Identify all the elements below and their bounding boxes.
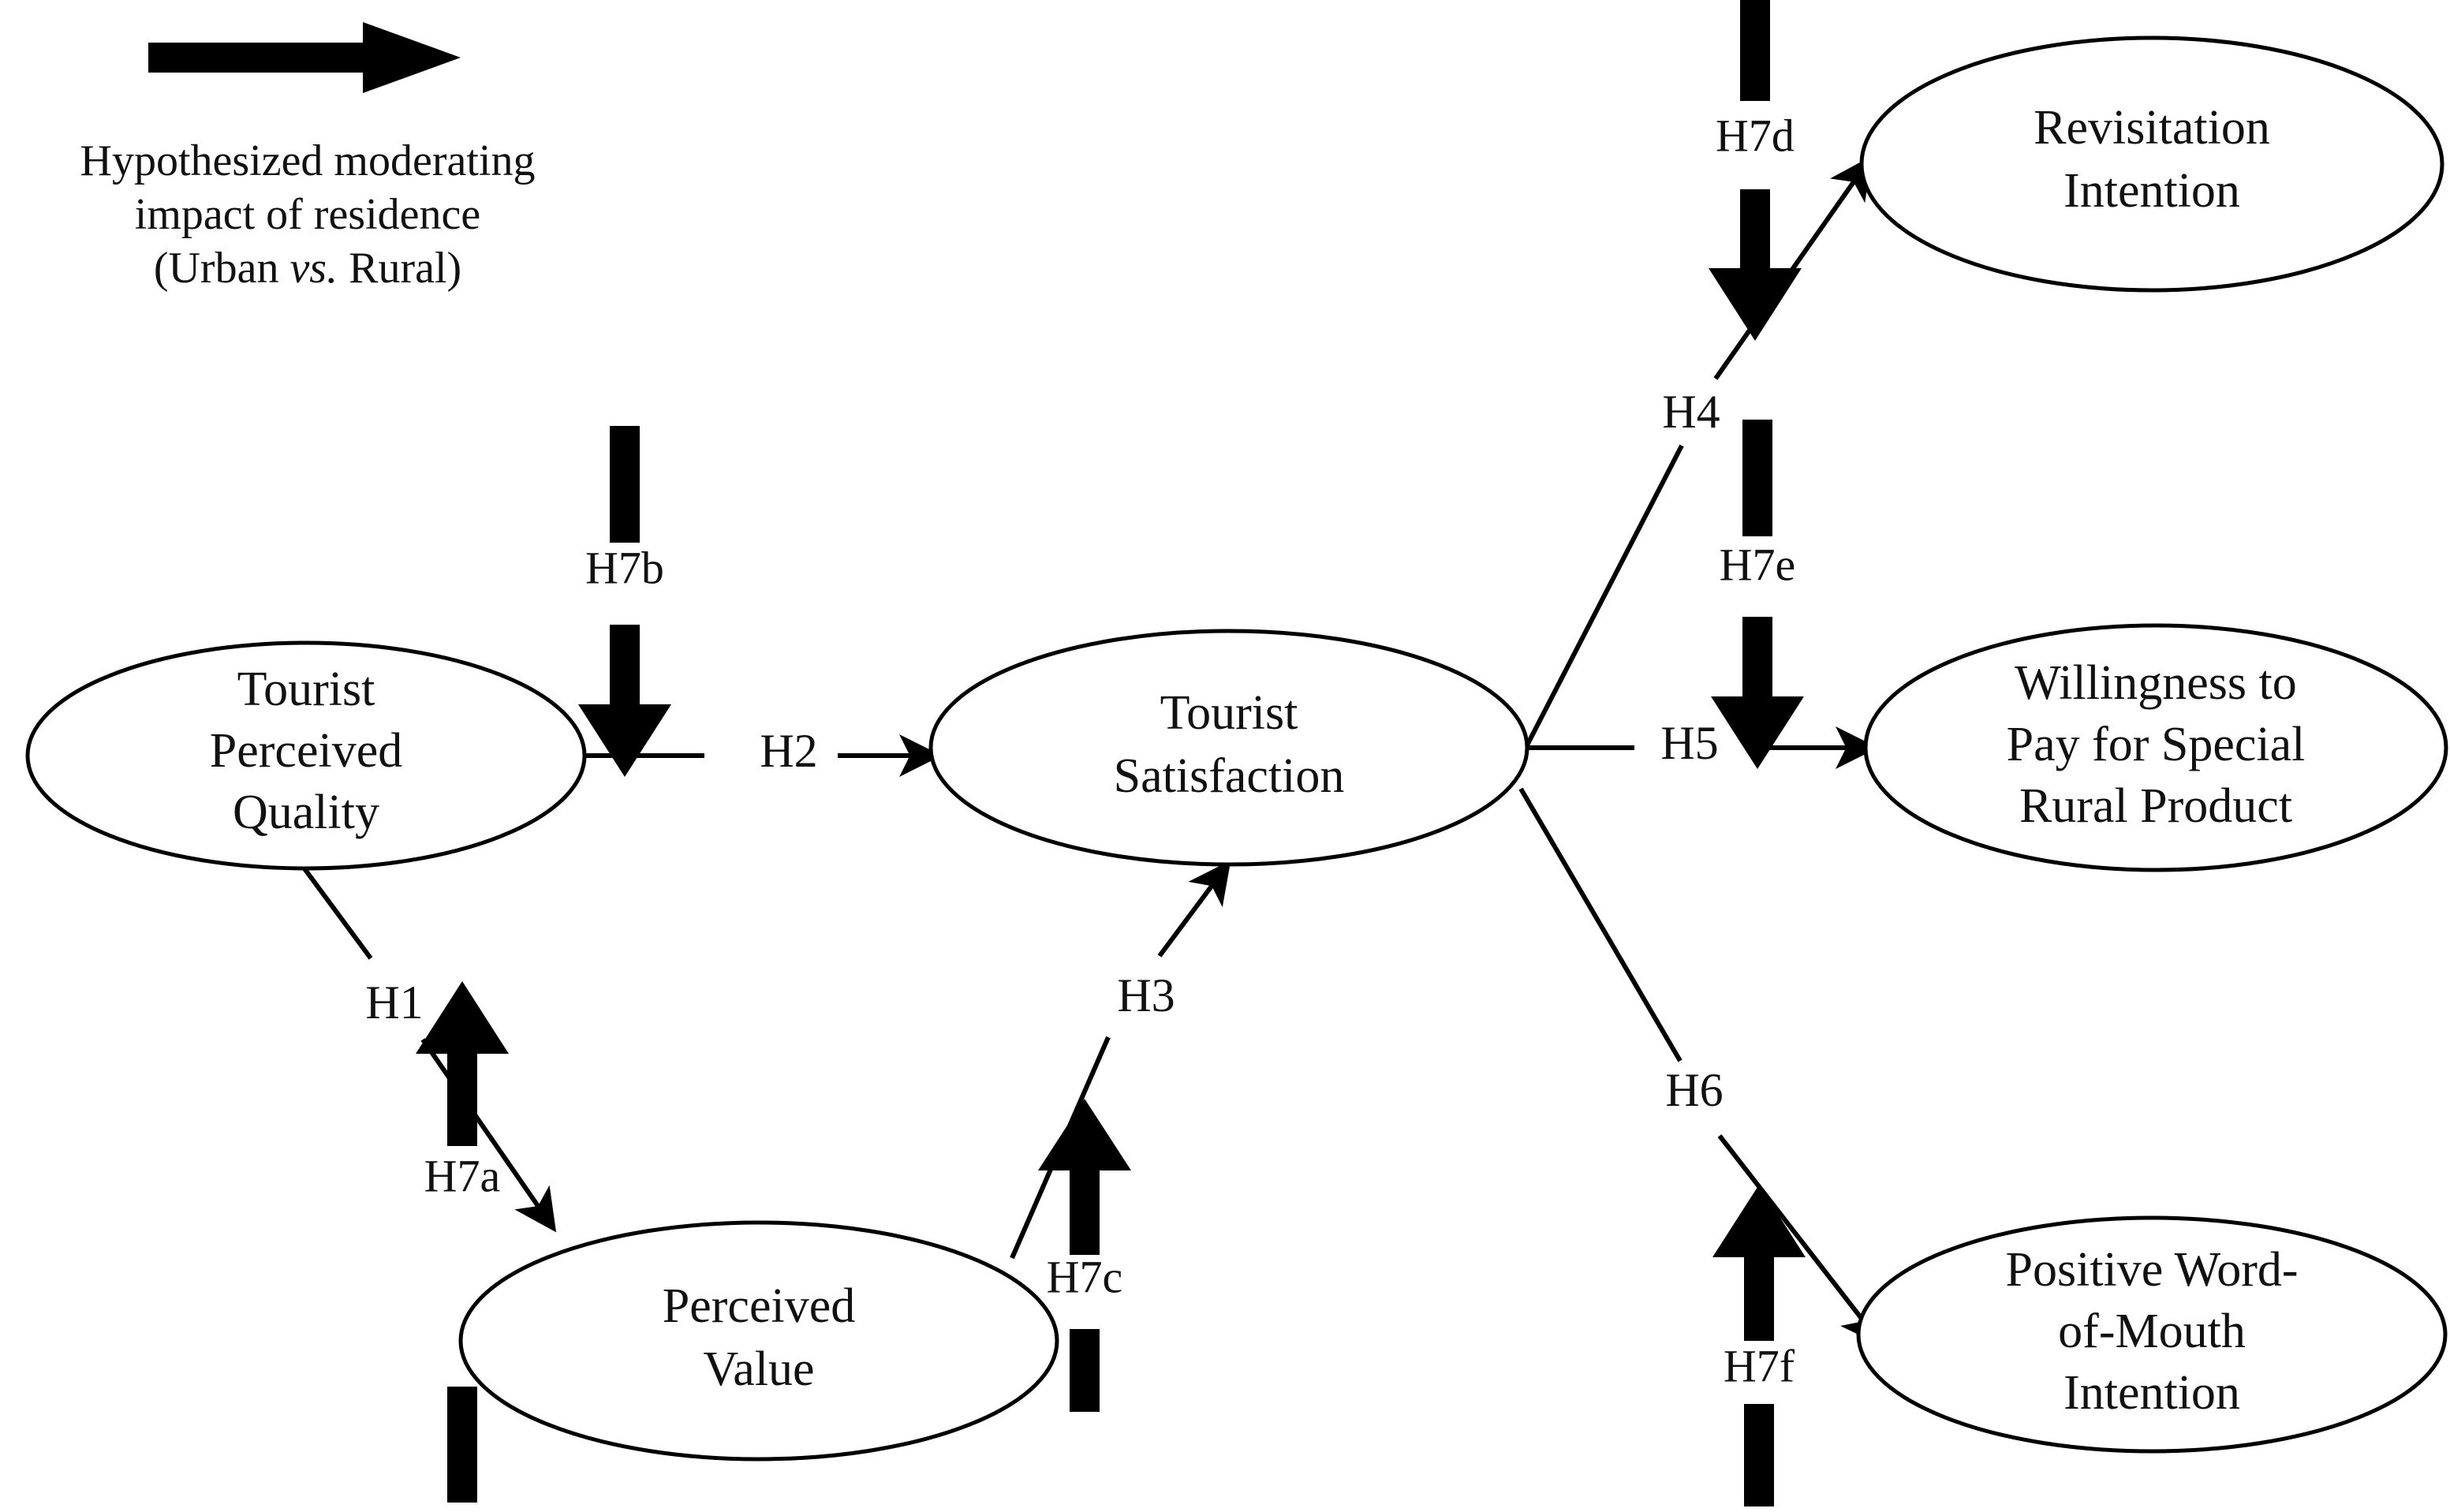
moderator-h7f-upper-shaft <box>1744 1253 1774 1341</box>
moderator-label-h7f: H7f <box>1724 1340 1795 1391</box>
path-h6: H6 <box>1518 787 1884 1347</box>
path-h1-segment-lower <box>420 1038 557 1233</box>
path-h3-segment-upper <box>1157 860 1231 958</box>
legend-line-2: impact of residence <box>135 190 480 239</box>
moderator-h7d: H7d <box>1709 0 1802 341</box>
path-h6-segment-lower <box>1717 1134 1884 1347</box>
moderator-h7e: H7e <box>1711 420 1804 769</box>
moderator-label-h7d: H7d <box>1716 110 1795 161</box>
moderator-h7f: H7f <box>1712 1185 1806 1506</box>
thick-right-arrow-icon <box>148 22 461 93</box>
legend: Hypothesized moderating impact of reside… <box>80 22 536 293</box>
moderator-h7c-lower-bar <box>1070 1329 1100 1412</box>
path-h3: H3 <box>1010 860 1231 1260</box>
node-label-pwom-line-2: of-Mouth <box>2058 1305 2246 1358</box>
legend-line-3-italic: vs. <box>289 244 338 293</box>
node-label-tpq-line-2: Perceived <box>210 724 402 778</box>
moderator-label-h7a: H7a <box>424 1150 501 1201</box>
moderator-h7e-lower-shaft <box>1742 617 1772 704</box>
path-label-h6: H6 <box>1665 1064 1723 1116</box>
moderator-h7f-arrow-head-up <box>1712 1185 1806 1257</box>
node-label-ri-line-1: Revisitation <box>2034 101 2270 155</box>
moderator-h7a: H7a <box>416 981 509 1503</box>
moderator-h7d-arrow-head-down <box>1709 268 1802 341</box>
node-ellipse-tourist-perceived-quality[interactable] <box>25 640 587 871</box>
node-label-pv-line-2: Value <box>703 1342 814 1396</box>
legend-line-1: Hypothesized moderating <box>80 136 536 185</box>
node-label-wtp-line-2: Pay for Special <box>2007 718 2306 771</box>
path-h5: H5 <box>1503 717 1878 769</box>
path-h4-segment-lower <box>1515 444 1684 765</box>
node-ellipse-perceived-value[interactable] <box>458 1220 1059 1462</box>
node-ellipse-tourist-satisfaction[interactable] <box>928 629 1529 867</box>
moderator-label-h7c: H7c <box>1047 1251 1123 1302</box>
node-label-wtp-line-3: Rural Product <box>2019 779 2292 833</box>
moderator-h7c: H7c <box>1038 1099 1131 1412</box>
moderator-h7e-arrow-head-down <box>1711 696 1804 769</box>
node-label-ri-line-2: Intention <box>2063 164 2240 218</box>
node-ellipse-revisitation-intention[interactable] <box>1859 35 2444 293</box>
path-h1: H1 <box>301 866 557 1233</box>
moderator-h7a-arrow-head-up <box>416 981 509 1054</box>
node-label-tpq-line-1: Tourist <box>237 663 375 716</box>
node-label-pwom-line-3: Intention <box>2063 1366 2240 1420</box>
node-tourist-satisfaction[interactable]: Tourist Satisfaction <box>928 629 1529 867</box>
path-label-h1: H1 <box>365 976 423 1029</box>
path-h2: H2 <box>580 725 942 777</box>
moderator-label-h7e: H7e <box>1720 539 1796 590</box>
node-label-ts-line-2: Satisfaction <box>1114 749 1345 803</box>
moderator-h7b: H7b <box>578 426 671 777</box>
node-ellipse-willingness-to-pay[interactable] <box>1863 623 2448 872</box>
moderator-h7b-upper-bar <box>610 426 640 543</box>
path-h1-segment-upper <box>301 866 373 960</box>
node-perceived-value[interactable]: Perceived Value <box>458 1220 1059 1462</box>
moderator-h7a-upper-shaft <box>447 1049 477 1146</box>
path-h6-segment-upper <box>1518 787 1683 1062</box>
legend-line-3-post: Rural) <box>338 244 461 293</box>
node-revisitation-intention[interactable]: Revisitation Intention <box>1859 35 2444 293</box>
legend-line-3-pre: (Urban <box>154 244 290 293</box>
moderator-h7c-arrow-head-up <box>1038 1099 1131 1170</box>
moderator-h7e-upper-bar <box>1742 420 1772 536</box>
moderator-h7d-lower-shaft <box>1740 189 1770 276</box>
moderator-h7f-lower-bar <box>1744 1404 1774 1506</box>
moderator-label-h7b: H7b <box>585 542 664 593</box>
node-positive-word-of-mouth[interactable]: Positive Word- of-Mouth Intention <box>1856 1215 2448 1454</box>
path-label-h2: H2 <box>760 725 817 777</box>
node-label-pwom-line-1: Positive Word- <box>2005 1243 2298 1297</box>
moderator-h7d-upper-bar <box>1740 0 1770 101</box>
moderator-h7b-lower-shaft <box>610 625 640 711</box>
node-label-wtp-line-1: Willingness to <box>2015 656 2296 710</box>
node-tourist-perceived-quality[interactable]: Tourist Perceived Quality <box>25 640 587 871</box>
node-ellipse-positive-word-of-mouth[interactable] <box>1856 1215 2448 1454</box>
path-h4: H4 <box>1515 155 1873 765</box>
path-label-h5: H5 <box>1660 717 1718 769</box>
path-label-h4: H4 <box>1662 386 1720 438</box>
node-willingness-to-pay[interactable]: Willingness to Pay for Special Rural Pro… <box>1863 623 2448 872</box>
path-label-h3: H3 <box>1117 969 1175 1021</box>
moderator-h7a-lower-bar <box>447 1387 477 1503</box>
node-label-pv-line-1: Perceived <box>663 1279 855 1333</box>
node-label-tpq-line-3: Quality <box>233 786 379 839</box>
legend-line-3: (Urban vs. Rural) <box>154 244 461 293</box>
node-label-ts-line-1: Tourist <box>1160 686 1298 740</box>
moderator-h7c-upper-shaft <box>1070 1166 1100 1255</box>
moderator-h7b-arrow-head-down <box>578 704 671 777</box>
